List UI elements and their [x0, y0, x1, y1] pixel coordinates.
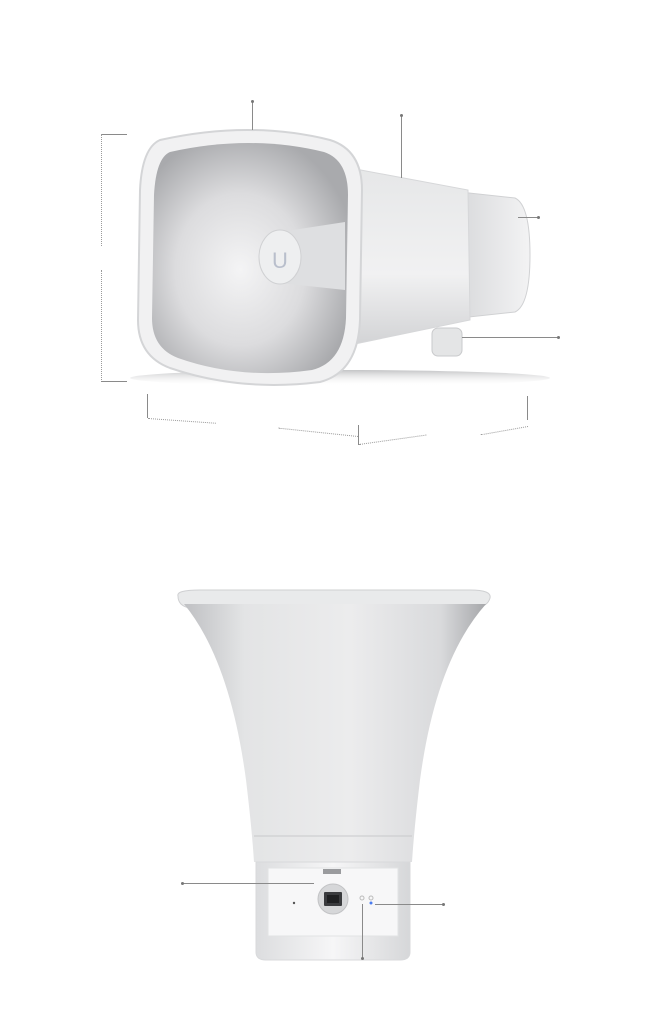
callout-line-led: [375, 904, 443, 905]
speaker-side-view: U: [0, 0, 665, 480]
callout-dot: [361, 957, 364, 960]
callout-dot: [251, 100, 254, 103]
brand-logo: U: [272, 248, 288, 273]
callout-line-top: [252, 102, 253, 130]
height-bracket-line: [101, 134, 102, 246]
callout-line-port: [182, 883, 314, 884]
callout-line-cap: [518, 217, 538, 218]
callout-dot: [537, 216, 540, 219]
speaker-rear-view: [0, 560, 665, 1000]
speaker-side-illustration: U: [130, 129, 550, 386]
depth-bracket-right: [527, 396, 528, 420]
callout-dot: [557, 336, 560, 339]
callout-dot: [442, 903, 445, 906]
callout-dot: [400, 114, 403, 117]
width-bracket-center: [358, 425, 359, 445]
height-bracket-line: [101, 270, 102, 382]
callout-line-body: [401, 116, 402, 178]
height-bracket-bottom: [101, 381, 127, 382]
callout-dot: [181, 882, 184, 885]
height-bracket-top: [101, 134, 127, 135]
speaker-rear-illustration: [177, 589, 491, 961]
callout-line-gland: [462, 337, 558, 338]
callout-line-reset: [362, 904, 363, 958]
depth-bracket-left: [147, 394, 148, 418]
